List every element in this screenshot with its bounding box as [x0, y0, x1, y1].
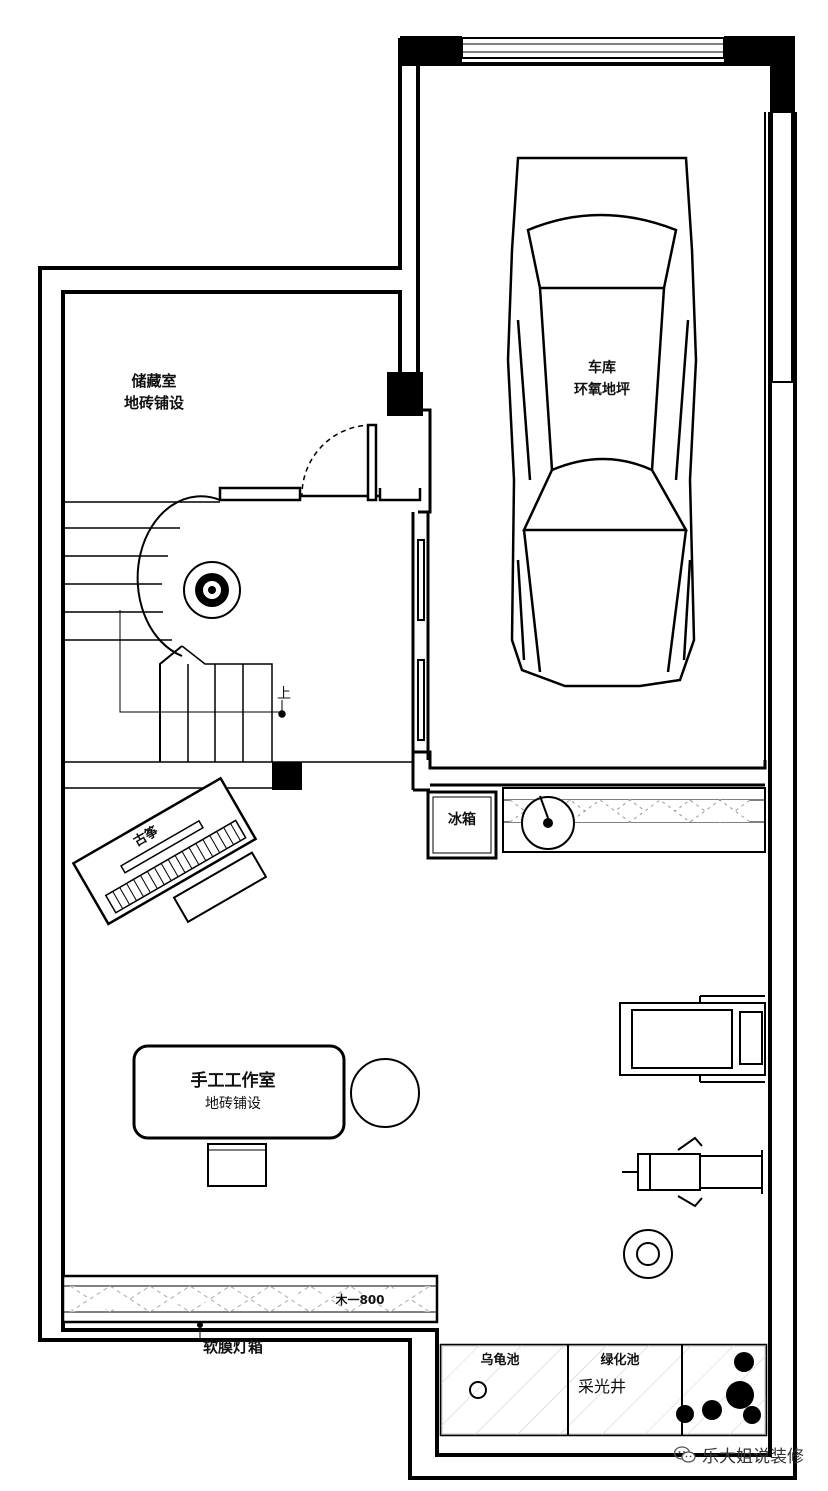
studio-furniture — [132, 1044, 420, 1187]
watermark: 乐大姐说装修 — [674, 1442, 804, 1467]
stair-plant — [183, 561, 241, 619]
fridge — [426, 790, 498, 860]
light-well — [439, 1343, 768, 1437]
garage-right-wall — [764, 111, 793, 760]
light-well-plants — [676, 1352, 761, 1424]
stair-up-label: 上 — [277, 686, 291, 702]
storage-room-floor: 地砖铺设 — [124, 394, 184, 412]
wechat-icon — [674, 1445, 696, 1463]
watermark-text: 乐大姐说装修 — [702, 1447, 804, 1467]
exterior-walls — [38, 38, 797, 1480]
green-pond-label: 绿化池 — [600, 1352, 639, 1368]
fridge-label: 冰箱 — [448, 811, 476, 828]
garage-partition — [411, 408, 767, 792]
staircase — [63, 495, 413, 789]
studio-floor: 地砖铺设 — [205, 1096, 261, 1112]
treadmill — [619, 995, 766, 1083]
kitchen-counter — [502, 787, 766, 853]
exercise-bike — [622, 1136, 763, 1279]
garage-name: 车库 — [588, 359, 616, 376]
structural-columns — [272, 372, 423, 790]
zither — [71, 776, 268, 926]
garage-floor: 环氧地坪 — [574, 381, 630, 398]
garage-window — [400, 36, 795, 112]
cabinet-tag: 木一800 — [334, 1292, 384, 1307]
storage-walls — [218, 423, 422, 502]
storage-room-name: 储藏室 — [131, 372, 176, 390]
studio-name: 手工工作室 — [191, 1070, 276, 1091]
lightbox-label: 软膜灯箱 — [203, 1338, 263, 1356]
lightbox-cabinet — [61, 1274, 439, 1340]
sliding-door — [417, 539, 425, 741]
light-well-label: 采光井 — [578, 1377, 626, 1396]
car — [506, 156, 698, 688]
turtle-pond-label: 乌龟池 — [480, 1352, 519, 1368]
